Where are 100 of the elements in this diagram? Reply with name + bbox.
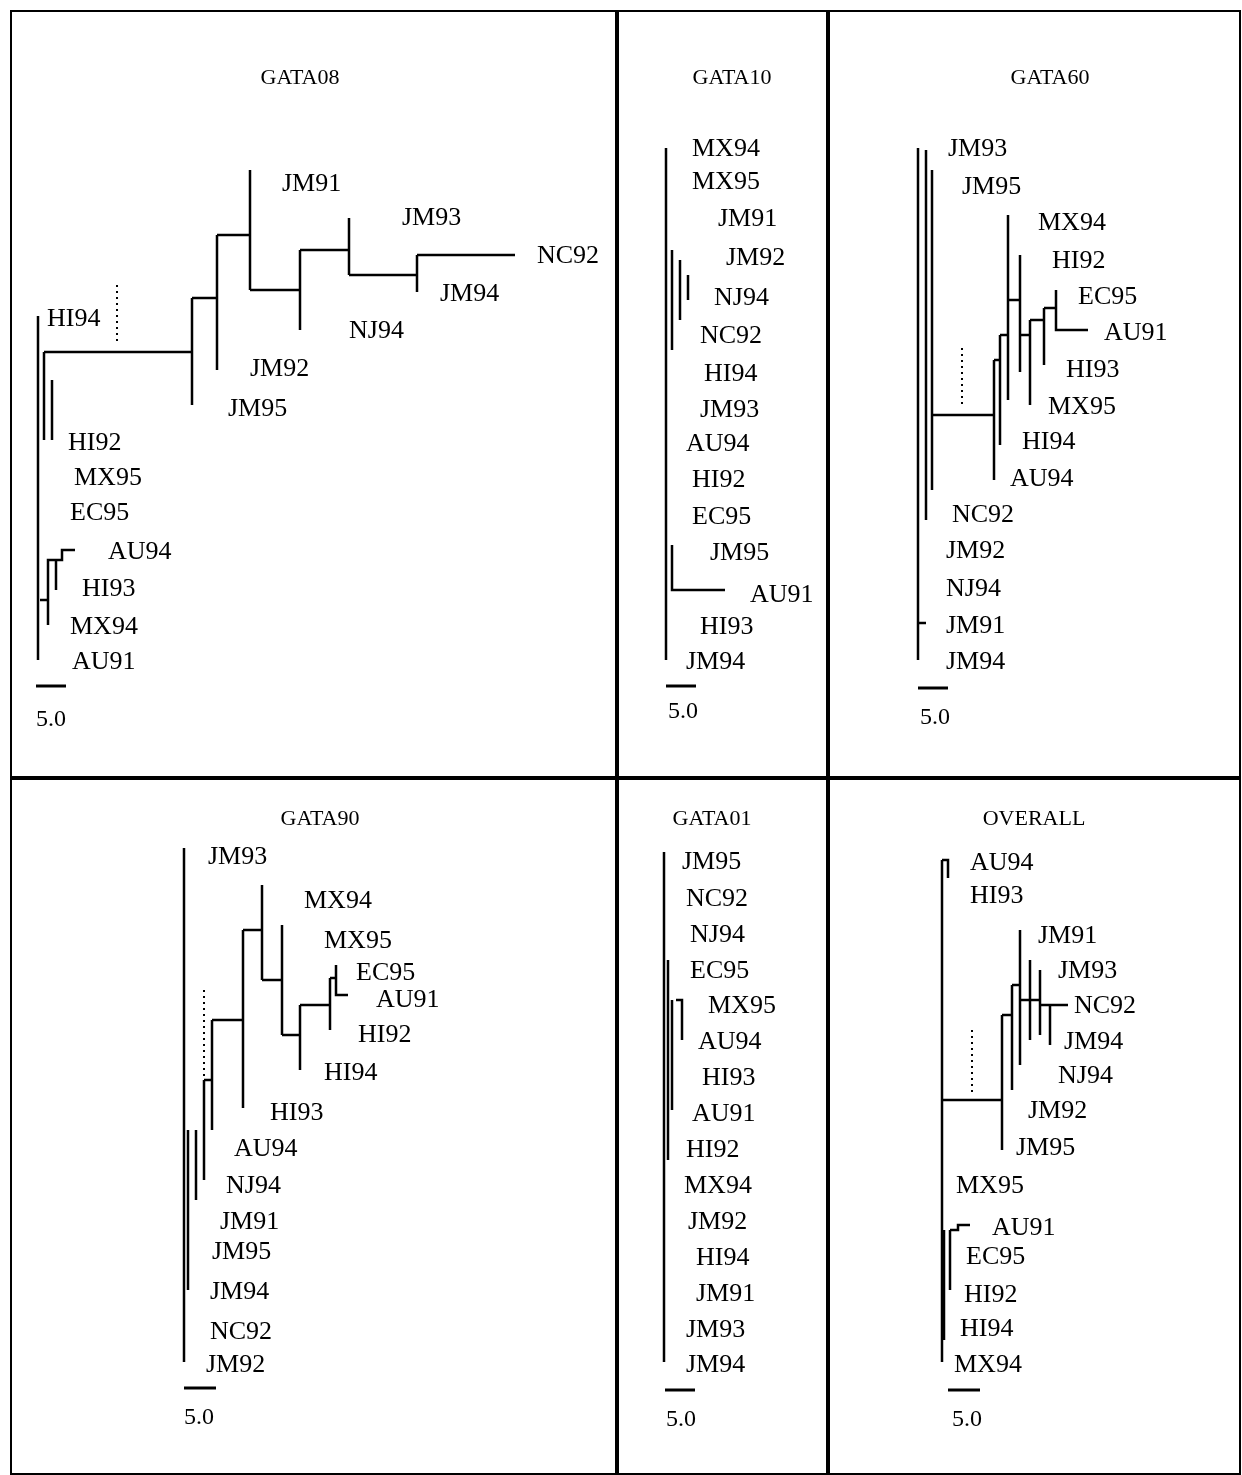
tree-panel bbox=[828, 778, 1241, 1475]
panel-title: GATA10 bbox=[692, 64, 772, 90]
taxon-label: AU91 bbox=[1104, 317, 1168, 347]
taxon-label: JM92 bbox=[206, 1349, 266, 1379]
taxon-label: HI92 bbox=[964, 1279, 1018, 1309]
taxon-label: HI93 bbox=[702, 1062, 756, 1092]
panel-title: GATA90 bbox=[280, 805, 360, 831]
taxon-label: MX95 bbox=[708, 990, 776, 1020]
scale-value: 5.0 bbox=[666, 1404, 696, 1432]
panel-title: GATA01 bbox=[672, 805, 752, 831]
taxon-label: NJ94 bbox=[946, 573, 1001, 603]
scale-value: 5.0 bbox=[36, 704, 66, 732]
taxon-label: AU94 bbox=[108, 536, 172, 566]
taxon-label: NC92 bbox=[210, 1316, 273, 1346]
taxon-label: NJ94 bbox=[690, 919, 745, 949]
taxon-label: EC95 bbox=[1078, 281, 1138, 311]
taxon-label: AU91 bbox=[376, 984, 440, 1014]
tree-panel bbox=[617, 10, 828, 778]
taxon-label: JM91 bbox=[1038, 920, 1098, 950]
taxon-label: JM92 bbox=[1028, 1095, 1088, 1125]
taxon-label: JM93 bbox=[948, 133, 1008, 163]
panel-title: GATA08 bbox=[260, 64, 340, 90]
taxon-label: HI94 bbox=[704, 358, 758, 388]
taxon-label: JM94 bbox=[946, 646, 1006, 676]
taxon-label: JM94 bbox=[686, 1349, 746, 1379]
taxon-label: HI93 bbox=[270, 1097, 324, 1127]
taxon-label: JM94 bbox=[210, 1276, 270, 1306]
taxon-label: JM91 bbox=[718, 203, 778, 233]
taxon-label: JM94 bbox=[1064, 1026, 1124, 1056]
taxon-label: MX94 bbox=[1038, 207, 1106, 237]
taxon-label: JM93 bbox=[700, 394, 760, 424]
taxon-label: HI92 bbox=[1052, 245, 1106, 275]
taxon-label: HI92 bbox=[68, 427, 122, 457]
taxon-label: MX95 bbox=[324, 925, 392, 955]
taxon-label: AU94 bbox=[698, 1026, 762, 1056]
taxon-label: NC92 bbox=[686, 883, 749, 913]
taxon-label: EC95 bbox=[690, 955, 750, 985]
taxon-label: AU94 bbox=[234, 1133, 298, 1163]
tree-panel bbox=[617, 778, 828, 1475]
taxon-label: MX95 bbox=[1048, 391, 1116, 421]
taxon-label: MX94 bbox=[954, 1349, 1022, 1379]
taxon-label: HI94 bbox=[960, 1313, 1014, 1343]
taxon-label: HI92 bbox=[358, 1019, 412, 1049]
taxon-label: NJ94 bbox=[226, 1170, 281, 1200]
taxon-label: NJ94 bbox=[349, 315, 404, 345]
taxon-label: JM95 bbox=[682, 846, 742, 876]
scale-value: 5.0 bbox=[920, 702, 950, 730]
taxon-label: EC95 bbox=[356, 957, 416, 987]
taxon-label: AU91 bbox=[692, 1098, 756, 1128]
taxon-label: MX94 bbox=[684, 1170, 752, 1200]
taxon-label: HI94 bbox=[47, 303, 101, 333]
tree-panel bbox=[828, 10, 1241, 778]
taxon-label: HI94 bbox=[1022, 426, 1076, 456]
scale-value: 5.0 bbox=[952, 1404, 982, 1432]
taxon-label: EC95 bbox=[70, 497, 130, 527]
taxon-label: MX94 bbox=[304, 885, 372, 915]
taxon-label: JM94 bbox=[440, 278, 500, 308]
taxon-label: MX95 bbox=[956, 1170, 1024, 1200]
taxon-label: NJ94 bbox=[1058, 1060, 1113, 1090]
taxon-label: JM92 bbox=[250, 353, 310, 383]
taxon-label: JM93 bbox=[208, 841, 268, 871]
taxon-label: AU94 bbox=[1010, 463, 1074, 493]
taxon-label: MX95 bbox=[692, 166, 760, 196]
taxon-label: JM91 bbox=[282, 168, 342, 198]
taxon-label: AU94 bbox=[686, 428, 750, 458]
taxon-label: NC92 bbox=[700, 320, 763, 350]
taxon-label: AU94 bbox=[970, 847, 1034, 877]
taxon-label: HI94 bbox=[696, 1242, 750, 1272]
tree-panel bbox=[10, 10, 617, 778]
taxon-label: JM93 bbox=[1058, 955, 1118, 985]
tree-panel bbox=[10, 778, 617, 1475]
taxon-label: JM95 bbox=[1016, 1132, 1076, 1162]
taxon-label: JM94 bbox=[686, 646, 746, 676]
taxon-label: MX94 bbox=[70, 611, 138, 641]
taxon-label: JM95 bbox=[212, 1236, 272, 1266]
taxon-label: AU91 bbox=[750, 579, 814, 609]
taxon-label: HI92 bbox=[692, 464, 746, 494]
panel-title: GATA60 bbox=[1010, 64, 1090, 90]
scale-value: 5.0 bbox=[184, 1402, 214, 1430]
taxon-label: NC92 bbox=[537, 240, 600, 270]
taxon-label: MX94 bbox=[692, 133, 760, 163]
taxon-label: JM93 bbox=[402, 202, 462, 232]
taxon-label: EC95 bbox=[966, 1241, 1026, 1271]
taxon-label: JM91 bbox=[946, 610, 1006, 640]
taxon-label: HI92 bbox=[686, 1134, 740, 1164]
taxon-label: JM92 bbox=[688, 1206, 748, 1236]
taxon-label: JM91 bbox=[220, 1206, 280, 1236]
taxon-label: JM95 bbox=[710, 537, 770, 567]
panel-title: OVERALL bbox=[982, 805, 1086, 831]
taxon-label: HI93 bbox=[700, 611, 754, 641]
taxon-label: MX95 bbox=[74, 462, 142, 492]
taxon-label: JM91 bbox=[696, 1278, 756, 1308]
taxon-label: NJ94 bbox=[714, 282, 769, 312]
taxon-label: JM95 bbox=[962, 171, 1022, 201]
taxon-label: AU91 bbox=[72, 646, 136, 676]
taxon-label: EC95 bbox=[692, 501, 752, 531]
scale-value: 5.0 bbox=[668, 696, 698, 724]
taxon-label: HI93 bbox=[1066, 354, 1120, 384]
taxon-label: HI94 bbox=[324, 1057, 378, 1087]
taxon-label: JM93 bbox=[686, 1314, 746, 1344]
